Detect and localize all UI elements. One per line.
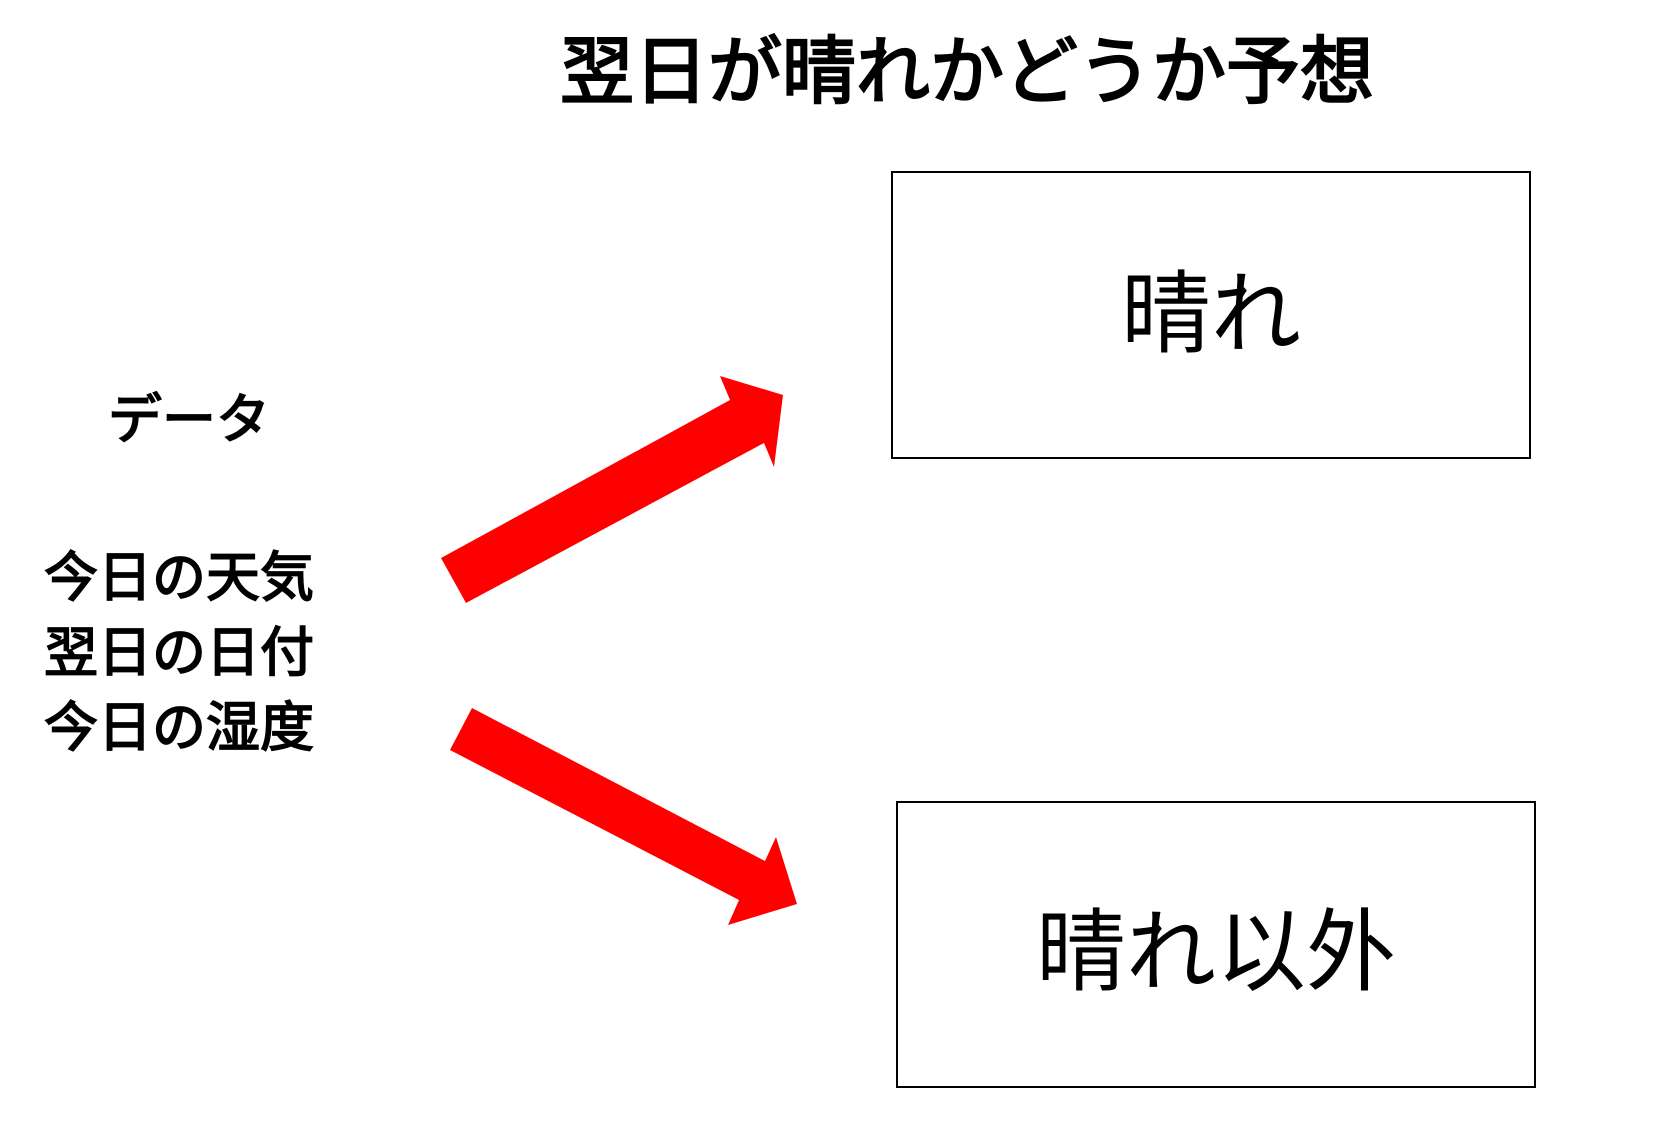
outcome-box-sunny: 晴れ — [891, 171, 1531, 459]
outcome-label-sunny: 晴れ — [1121, 262, 1301, 367]
data-heading: データ — [108, 388, 270, 451]
arrow-up-icon — [441, 376, 783, 603]
data-item-humidity: 今日の湿度 — [44, 696, 314, 759]
slide-title: 翌日が晴れかどうか予想 — [560, 29, 1374, 115]
outcome-box-not-sunny: 晴れ以外 — [896, 801, 1536, 1088]
data-item-weather: 今日の天気 — [44, 546, 314, 609]
data-list: 今日の天気 翌日の日付 今日の湿度 — [44, 540, 314, 765]
arrow-down-icon — [450, 708, 797, 925]
outcome-label-not-sunny: 晴れ以外 — [1036, 899, 1396, 1005]
data-item-date: 翌日の日付 — [44, 621, 314, 684]
